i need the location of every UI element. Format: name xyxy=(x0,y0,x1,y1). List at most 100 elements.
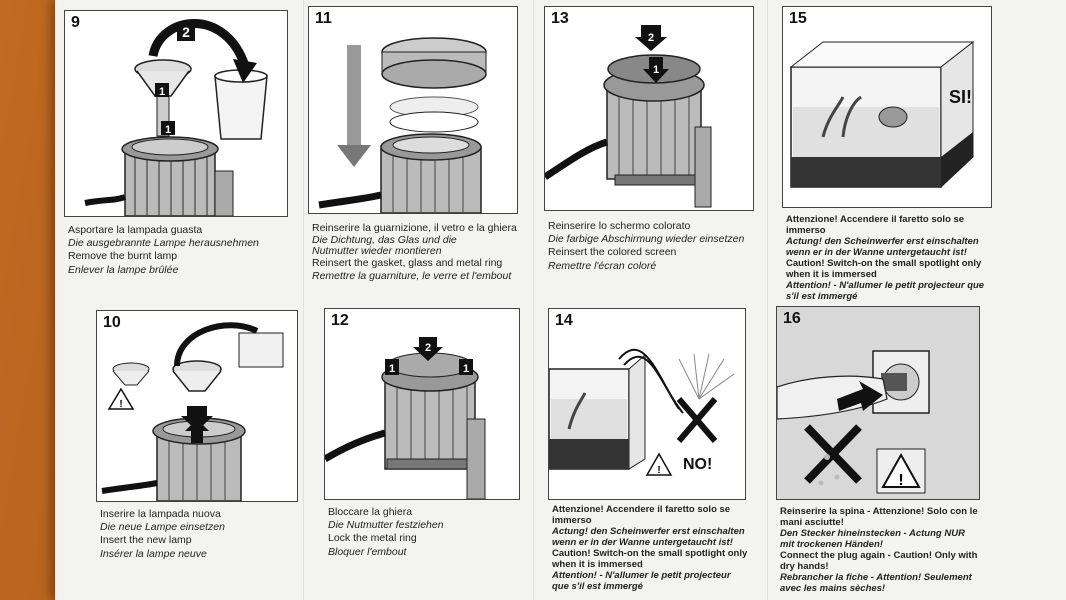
caption-de: Actung! den Scheinwerfer erst einschalte… xyxy=(552,526,745,548)
step-number: 13 xyxy=(551,10,569,27)
caption-de: Die Dichtung, das Glas und die Nutmutter… xyxy=(312,235,457,258)
caption-fr: Attention! - N'allumer le petit projecte… xyxy=(786,280,985,302)
caption-fr: Enlever la lampe brûlée xyxy=(68,263,179,276)
ring-locking-drawing: 1 1 2 xyxy=(325,337,486,499)
aquarium-icon xyxy=(549,353,646,470)
arrow-icon xyxy=(174,322,259,367)
caption-it: Inserire la lampada nuova xyxy=(100,508,221,520)
caption-fr: Remettre l'écran coloré xyxy=(548,259,657,272)
svg-text:1: 1 xyxy=(389,363,395,375)
cross-icon xyxy=(804,424,862,484)
svg-text:1: 1 xyxy=(165,124,171,136)
colored-screen-drawing: 1 2 xyxy=(545,25,712,208)
plug-socket-icon xyxy=(872,350,930,414)
hand-icon xyxy=(777,375,888,420)
caption-de: Die Nutmutter festziehen xyxy=(328,519,444,532)
arrow-icon xyxy=(837,381,883,411)
arrow-icon xyxy=(635,25,667,51)
caption-fr: Attention! - N'allumer le petit projecte… xyxy=(552,570,731,592)
step-13-illustration: 1 2 13 xyxy=(544,6,754,211)
warning-icon: ! xyxy=(876,448,926,494)
arrow-icon xyxy=(643,57,669,83)
svg-text:!: ! xyxy=(119,399,122,410)
step-15-caption: Attenzione! Accendere il faretto solo se… xyxy=(786,214,991,302)
step-9-illustration: 2 1 1 9 xyxy=(64,10,288,217)
caption-en: Remove the burnt lamp xyxy=(68,250,178,263)
water-drops-icon xyxy=(818,454,840,486)
step-11-caption: Reinserire la guarnizione, il vetro e la… xyxy=(312,222,522,284)
arrow-icon xyxy=(185,419,209,443)
caption-en: Connect the plug again - Caution! Only w… xyxy=(780,550,978,572)
step-number: 12 xyxy=(331,312,349,329)
caption-it: Bloccare la ghiera xyxy=(328,506,413,518)
aquarium-icon xyxy=(789,40,975,189)
caption-de: Actung! den Scheinwerfer erst einschalte… xyxy=(786,236,979,258)
caption-fr: Bloquer l'embout xyxy=(328,545,407,558)
gasket-reassembly-drawing xyxy=(318,37,487,213)
fold-line xyxy=(767,0,768,600)
step-10-caption: Inserire la lampada nuova Die neue Lampe… xyxy=(100,508,300,561)
caption-en: Reinsert the gasket, glass and metal rin… xyxy=(312,257,503,270)
step-16-illustration: ! 16 xyxy=(776,306,980,500)
step-10-illustration: ! 10 xyxy=(96,310,298,502)
caption-it: Reinserire la guarnizione, il vetro e la… xyxy=(312,222,517,234)
cup-icon xyxy=(214,69,268,140)
warning-icon: ! xyxy=(645,452,673,476)
caption-de: Die farbige Abschirmung wieder einsetzen xyxy=(548,233,745,246)
step-number: 15 xyxy=(789,10,807,27)
caption-en: Lock the metal ring xyxy=(328,532,417,545)
filter-housing-icon xyxy=(603,54,712,208)
caption-it: Attenzione! Accendere il faretto solo se… xyxy=(786,214,965,236)
svg-text:1: 1 xyxy=(653,64,659,76)
caption-fr: Insérer la lampe neuve xyxy=(100,547,207,560)
arrow-icon xyxy=(181,406,213,431)
step-9-caption: Asportare la lampada guasta Die ausgebra… xyxy=(68,224,273,277)
plug-reconnect-drawing: ! xyxy=(777,307,979,499)
not-ok-badge: NO! xyxy=(683,456,713,473)
step-number: 11 xyxy=(315,10,332,27)
caption-de: Die neue Lampe einsetzen xyxy=(100,521,225,534)
lamp-icon xyxy=(112,360,222,392)
step-12-caption: Bloccare la ghiera Die Nutmutter festzie… xyxy=(328,506,523,559)
caption-de: Den Stecker hineinstecken - Actung NUR m… xyxy=(780,528,965,550)
warning-icon: ! xyxy=(107,387,135,410)
cross-icon xyxy=(676,397,718,443)
caption-it: Reinserire la spina - Attenzione! Solo c… xyxy=(780,506,978,528)
immersed-spotlight-drawing xyxy=(789,40,975,189)
caption-it: Asportare la lampada guasta xyxy=(68,224,203,236)
caption-it: Reinserire lo schermo colorato xyxy=(548,220,691,232)
caption-en: Caution! Switch-on the small spotlight o… xyxy=(552,548,748,570)
svg-text:1: 1 xyxy=(159,86,165,98)
step-12-illustration: 1 1 2 12 xyxy=(324,308,520,500)
metal-ring-icon xyxy=(381,37,487,89)
step-number: 16 xyxy=(783,310,801,327)
caption-en: Reinsert the colored screen xyxy=(548,246,677,259)
caption-fr: Rebrancher la fiche - Attention! Seuleme… xyxy=(780,572,972,594)
new-lamp-insertion-drawing: ! xyxy=(101,322,284,501)
filter-housing-icon xyxy=(381,352,486,499)
fold-line xyxy=(533,0,534,600)
lamp-icon xyxy=(134,59,192,137)
fold-line xyxy=(303,0,304,600)
step-number: 14 xyxy=(555,312,573,329)
filter-housing-icon xyxy=(380,133,482,213)
ok-badge: SI! xyxy=(949,87,973,107)
box-icon xyxy=(238,332,284,368)
step-14-illustration: ! 14 NO! xyxy=(548,308,746,500)
caption-fr: Remettre la guarniture, le verre et l'em… xyxy=(312,270,512,283)
step-11-illustration: 11 xyxy=(308,6,518,214)
svg-text:!: ! xyxy=(898,472,903,489)
step-15-illustration: 15 SI! xyxy=(782,6,992,208)
step-number: 9 xyxy=(71,14,80,31)
caption-it: Attenzione! Accendere il faretto solo se… xyxy=(552,504,731,526)
svg-text:2: 2 xyxy=(425,342,431,354)
gasket-icon xyxy=(389,111,479,133)
arrow-icon xyxy=(337,145,371,167)
svg-text:2: 2 xyxy=(182,24,190,40)
arrow-icon xyxy=(413,337,443,361)
step-13-caption: Reinserire lo schermo colorato Die farbi… xyxy=(548,220,758,273)
lamp-removal-drawing: 2 1 1 xyxy=(84,19,268,216)
step-14-caption: Attenzione! Accendere il faretto solo se… xyxy=(552,504,748,592)
filter-housing-icon xyxy=(121,136,234,216)
svg-text:!: ! xyxy=(657,465,660,476)
